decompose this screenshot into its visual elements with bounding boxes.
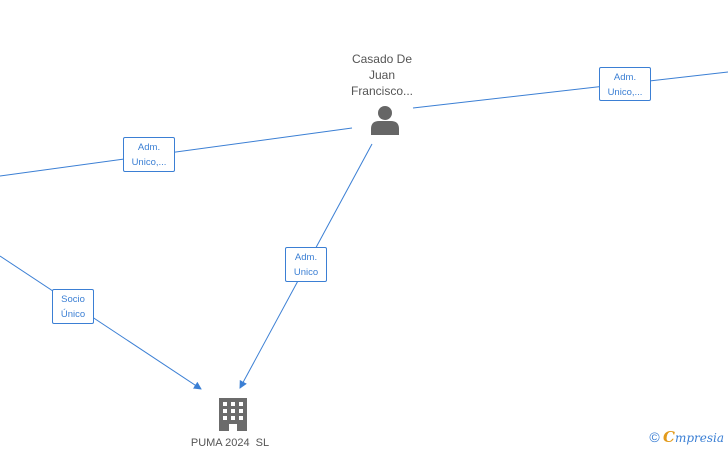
edge-label-adm-company-line-1: Adm. (294, 252, 318, 263)
edge-label-adm-right-line-2: Unico,... (607, 87, 643, 98)
edge-line-adm-left (0, 127, 353, 177)
company-name-label[interactable]: PUMA 2024 SL (190, 437, 270, 449)
edge-label-socio-line-2: Único (60, 309, 86, 320)
edge-label-adm-right-line-1: Adm. (613, 72, 637, 83)
edge-label-adm-left[interactable]: Adm. Unico,... (123, 137, 175, 172)
edge-line-adm-right (412, 71, 728, 109)
empresia-watermark: © Cmpresia (649, 428, 724, 446)
edge-label-adm-right[interactable]: Adm. Unico,... (599, 67, 651, 101)
brand-logo-letter: C (662, 428, 675, 446)
edge-label-socio-line-1: Socio (61, 294, 85, 305)
person-name-line-3: Francisco... (350, 84, 413, 98)
person-icon[interactable] (371, 106, 399, 135)
edge-label-adm-left-line-1: Adm. (137, 142, 161, 153)
building-icon[interactable] (219, 398, 247, 431)
person-name-line-2: Juan (368, 68, 396, 82)
edge-line-socio (0, 255, 202, 390)
edge-label-adm-left-line-2: Unico,... (131, 157, 167, 168)
copyright-icon: © (649, 429, 660, 445)
edge-label-socio[interactable]: Socio Único (52, 289, 94, 324)
edge-label-adm-company-line-2: Unico (293, 267, 319, 278)
edge-label-adm-company[interactable]: Adm. Unico (285, 247, 327, 282)
brand-logo-text: mpresia (674, 431, 724, 445)
person-name-label[interactable]: Casado De Juan Francisco... (332, 51, 432, 99)
person-name-line-1: Casado De (351, 52, 413, 66)
